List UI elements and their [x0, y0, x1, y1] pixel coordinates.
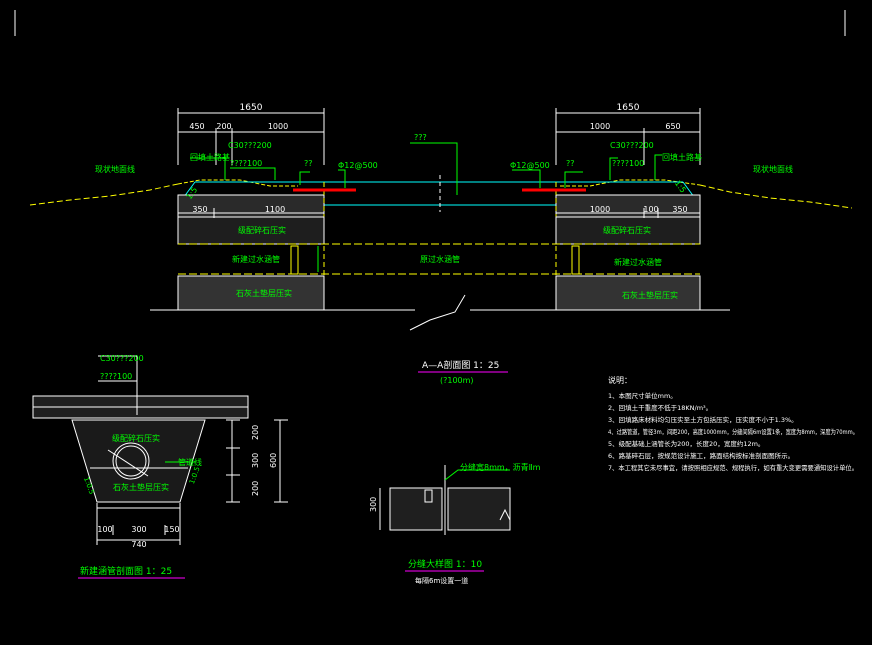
- pipe-dim-h2: 300: [131, 525, 146, 534]
- layer-gravel-right-label: 级配碎石压实: [603, 225, 651, 235]
- pipe-dim-h1: 100: [97, 525, 112, 534]
- layer-lime-right-label: 石灰土垫层压实: [622, 290, 678, 300]
- ground-profile-left-inner: [177, 179, 298, 187]
- label-q-left: ??: [304, 159, 313, 168]
- dim-lower-a-right: 1000: [590, 205, 610, 214]
- pipe-dim-h-total: 740: [131, 540, 146, 549]
- section-aa-title: A—A剖面图 1：25: [422, 359, 499, 371]
- registration-marks: [14, 10, 846, 36]
- label-c30-right: C30???200: [610, 141, 654, 150]
- pipe-section: C30???200 ????100 级配碎石压实 石灰土垫层压实 管道线 1:0…: [32, 354, 288, 579]
- pipe-joint-right: [571, 245, 580, 275]
- layer-lime-right: [555, 275, 701, 311]
- note-item-5: 5、级配基础上涵管长为200，长度20，宽度约12m。: [608, 439, 764, 448]
- pipe-label-lower: 石灰土垫层压实: [113, 482, 169, 492]
- note-item-4: 4、过路管道，管径3m，间距200，高度1000mm，分缝间隔6m设置1条，宽度…: [608, 427, 858, 436]
- dim-lower-c-right: 350: [672, 205, 687, 214]
- pipe-section-title: 新建涵管剖面图 1：25: [80, 565, 172, 577]
- note-item-7: 7、本工程其它未尽事宜，请按照相应规范、规程执行，如有重大变更需要通知设计单位。: [608, 463, 858, 472]
- layer-gravel-right: [555, 216, 701, 245]
- pipe-dim-v-total: 600: [269, 453, 278, 468]
- pipe-label-inner: 级配碎石压实: [112, 433, 160, 443]
- label-rebar-left: Φ12@500: [338, 161, 378, 170]
- dim-lower-b-left: 1100: [265, 205, 285, 214]
- pipe-dim-h3: 150: [164, 525, 179, 534]
- dim-a-right: 1000: [590, 122, 610, 131]
- layer-gravel-left-label: 级配碎石压实: [238, 225, 286, 235]
- dim-total-right: 1650: [617, 103, 640, 113]
- label-thick-left: ????100: [230, 159, 262, 168]
- pipe-circle: [112, 442, 150, 480]
- section-aa-subtitle: (?100m): [440, 376, 474, 385]
- pipe-joint-left: [290, 245, 299, 275]
- note-item-1: 1、本图尺寸单位mm。: [608, 391, 677, 400]
- label-rebar-right: Φ12@500: [510, 161, 550, 170]
- dim-lower-a-left: 350: [192, 205, 207, 214]
- pipe-label-thick: ????100: [100, 372, 132, 381]
- label-backfill-right: 回填土路基: [662, 152, 702, 162]
- dim-total-left: 1650: [240, 103, 263, 113]
- joint-dim-v: 300: [369, 497, 378, 512]
- label-backfill-left: 回填土路基: [190, 152, 230, 162]
- joint-detail: 分缝宽8mm，沥青Ⅱm 300 分缝大样图 1：10 每隔6m设置一道: [369, 462, 541, 585]
- label-ground-left: 现状地面线: [95, 164, 135, 174]
- joint-title: 分缝大样图 1：10: [408, 558, 482, 570]
- center-pipe-label: 原过水涵管: [420, 254, 460, 264]
- pipe-dim-v1: 200: [251, 425, 260, 440]
- label-thick-right: ????100: [612, 159, 644, 168]
- layer-lime-left: [177, 275, 325, 311]
- layer-pipe-left-label: 新建过水涵管: [232, 254, 280, 264]
- joint-block-right: [447, 487, 511, 531]
- dim-b-left: 200: [216, 122, 231, 131]
- label-q-right: ??: [566, 159, 575, 168]
- ground-line-left: [29, 183, 179, 206]
- notes-heading: 说明：: [608, 375, 632, 385]
- pipe-label-c30: C30???200: [100, 354, 144, 363]
- dim-c-left: 1000: [268, 122, 288, 131]
- note-item-2: 2、回填土干重度不低于18KN/m³。: [608, 403, 712, 412]
- layer-lime-left-label: 石灰土垫层压实: [236, 288, 292, 298]
- joint-block-left: [389, 487, 443, 531]
- joint-subtitle: 每隔6m设置一道: [415, 576, 468, 585]
- pipe-dim-v2: 300: [251, 453, 260, 468]
- layer-pipe-right-label: 新建过水涵管: [614, 257, 662, 267]
- notes-block: 说明： 1、本图尺寸单位mm。 2、回填土干重度不低于18KN/m³。 3、回填…: [608, 375, 858, 472]
- trench: [71, 419, 206, 503]
- pipe-dim-v3: 200: [251, 481, 260, 496]
- dim-lower-b-right: 100: [643, 205, 658, 214]
- section-aa: 1650 450 200 1000 1650 1000 650 350 1100…: [29, 103, 853, 385]
- dim-a-left: 450: [189, 122, 204, 131]
- ground-line-right: [699, 184, 853, 209]
- pipe-label-pipe: 管道线: [178, 457, 202, 467]
- note-item-6: 6、路基碎石层，按规范设计施工，路面结构按标准剖面图所示。: [608, 451, 794, 460]
- label-c30-left: C30???200: [228, 141, 272, 150]
- label-ground-right: 现状地面线: [753, 164, 793, 174]
- layer-gravel-left: [177, 216, 325, 245]
- joint-label: 分缝宽8mm，沥青Ⅱm: [460, 462, 541, 472]
- note-item-3: 3、回填路床材料均匀压实至土方包括压实，压实度不小于1.3%。: [608, 415, 798, 424]
- dim-b-right: 650: [665, 122, 680, 131]
- break-symbol: [409, 294, 466, 331]
- center-top-label: ???: [414, 133, 427, 142]
